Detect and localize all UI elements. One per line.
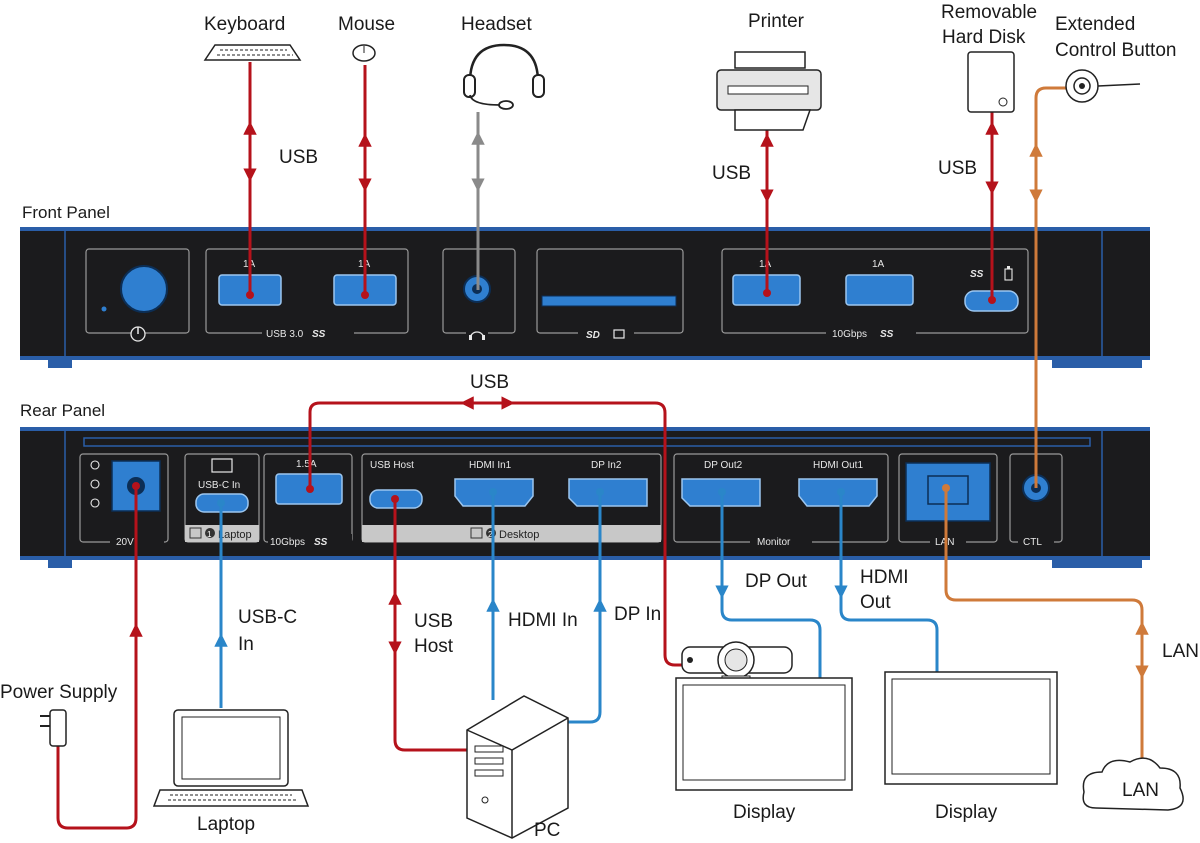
battery-icon (1004, 266, 1013, 281)
mouse-icon (352, 44, 376, 62)
hdmi-in-label: HDMI In (508, 610, 578, 631)
rear-panel: 20V USB-C In 1 Laptop 1.5A 10Gbps SS USB… (20, 427, 1150, 568)
power-supply-icon (40, 709, 67, 747)
headset-icon (466, 326, 488, 342)
dp-in2-port[interactable] (568, 478, 648, 507)
desktop-group-label: Desktop (499, 529, 539, 541)
sd-logo: SD (586, 330, 600, 341)
rear-panel-title: Rear Panel (20, 401, 105, 420)
monitor-icon-a (189, 527, 202, 539)
card-icon (613, 329, 625, 339)
display-2-label: Display (935, 802, 998, 823)
laptop-icon (152, 709, 310, 807)
badge-1 (205, 528, 215, 538)
usb-printer-label: USB (712, 163, 751, 184)
control-button-label-1: Extended (1055, 14, 1135, 35)
hdmi-out-label-2: Out (860, 592, 891, 613)
display-1-label: Display (733, 802, 796, 823)
dp-out-label: DP Out (745, 571, 808, 592)
camera-usb-cable (308, 401, 700, 667)
vent-grille (83, 437, 1091, 447)
dp-in2-label: DP In2 (591, 460, 622, 471)
superspeed-logo-c: SS (970, 269, 984, 280)
front-panel-title: Front Panel (22, 203, 110, 222)
lan-port[interactable] (905, 462, 991, 522)
lightning-icon (211, 458, 233, 473)
tengbps-front-port-2[interactable] (845, 274, 914, 306)
dp-out2-label: DP Out2 (704, 460, 743, 471)
lan-connection-label: LAN (1162, 641, 1199, 662)
removable-disk-icon (967, 51, 1015, 113)
pc-dp-cable (560, 492, 602, 724)
dp-in-label: DP In (614, 604, 661, 625)
headset-label: Headset (461, 14, 532, 35)
dp-out-cable (720, 492, 822, 678)
badge-2-num: 2 (488, 530, 493, 539)
usb-rear-top-label: USB (470, 372, 509, 393)
superspeed-logo-d: SS (314, 537, 328, 548)
usbc-in-port-label: USB-C In (198, 480, 240, 491)
mouse-label: Mouse (338, 14, 395, 35)
hdmi-out-cable (839, 492, 939, 672)
display-1-icon (675, 677, 853, 791)
laptop-label: Laptop (197, 814, 255, 835)
power-supply-label: Power Supply (0, 682, 118, 703)
lan-cable (944, 488, 1144, 762)
power-icon (130, 326, 146, 342)
tengbps-front-amp-2: 1A (872, 259, 885, 270)
desktop-group-label-bg (362, 525, 661, 542)
usb-front-label: USB (279, 147, 318, 168)
printer-label: Printer (748, 11, 805, 32)
keyboard-label: Keyboard (204, 14, 285, 35)
lan-cloud-label: LAN (1122, 780, 1159, 801)
usb3-front-label: USB 3.0 (266, 329, 304, 340)
hdmi-out1-label: HDMI Out1 (813, 460, 863, 471)
control-button-icon (1065, 69, 1141, 103)
keyboard-icon (203, 44, 302, 61)
hdmi-out-label-1: HDMI (860, 567, 909, 588)
polarity-icon (90, 460, 100, 508)
display-2-icon (884, 671, 1058, 785)
removable-disk-label-1: Removable (941, 2, 1037, 23)
tengbps-rear-label: 10Gbps (270, 537, 305, 548)
usb-host-label-1: USB (414, 611, 453, 632)
power-voltage-label: 20V (116, 537, 134, 548)
usb-disk-label: USB (938, 158, 977, 179)
pc-label: PC (534, 820, 560, 841)
control-button-label-2: Control Button (1055, 40, 1176, 61)
removable-disk-label-2: Hard Disk (942, 27, 1026, 48)
usbc-in-label-2: In (238, 634, 254, 655)
front-panel: 1A 1A USB 3.0 SS SD 1A 1A SS (20, 227, 1150, 368)
monitor-icon-b (470, 527, 483, 539)
tengbps-front-label: 10Gbps (832, 329, 867, 340)
sd-card-slot[interactable] (541, 295, 677, 307)
ctl-cable (1034, 86, 1066, 488)
lan-cloud-icon (1082, 757, 1184, 811)
pc-usb-host-cable (393, 499, 470, 752)
usbc-in-label-1: USB-C (238, 607, 297, 628)
monitor-group-label: Monitor (757, 537, 791, 548)
superspeed-logo-b: SS (880, 329, 894, 340)
usb-rear-amp: 1.5A (296, 459, 317, 470)
usb-host-label-2: Host (414, 636, 454, 657)
laptop-group-label: Laptop (218, 529, 252, 541)
power-cable (56, 486, 138, 830)
pc-tower-icon (466, 695, 569, 839)
webcam-icon (681, 641, 793, 689)
tengbps-front-amp-1: 1A (759, 259, 772, 270)
ctl-port-label: CTL (1023, 537, 1042, 548)
hdmi-in1-label: HDMI In1 (469, 460, 512, 471)
usb-host-port-label: USB Host (370, 460, 414, 471)
badge-1-num: 1 (207, 530, 212, 539)
plug-dots (132, 289, 996, 507)
printer-icon (716, 51, 822, 131)
headset-device-icon (463, 43, 545, 110)
superspeed-logo-a: SS (312, 329, 326, 340)
